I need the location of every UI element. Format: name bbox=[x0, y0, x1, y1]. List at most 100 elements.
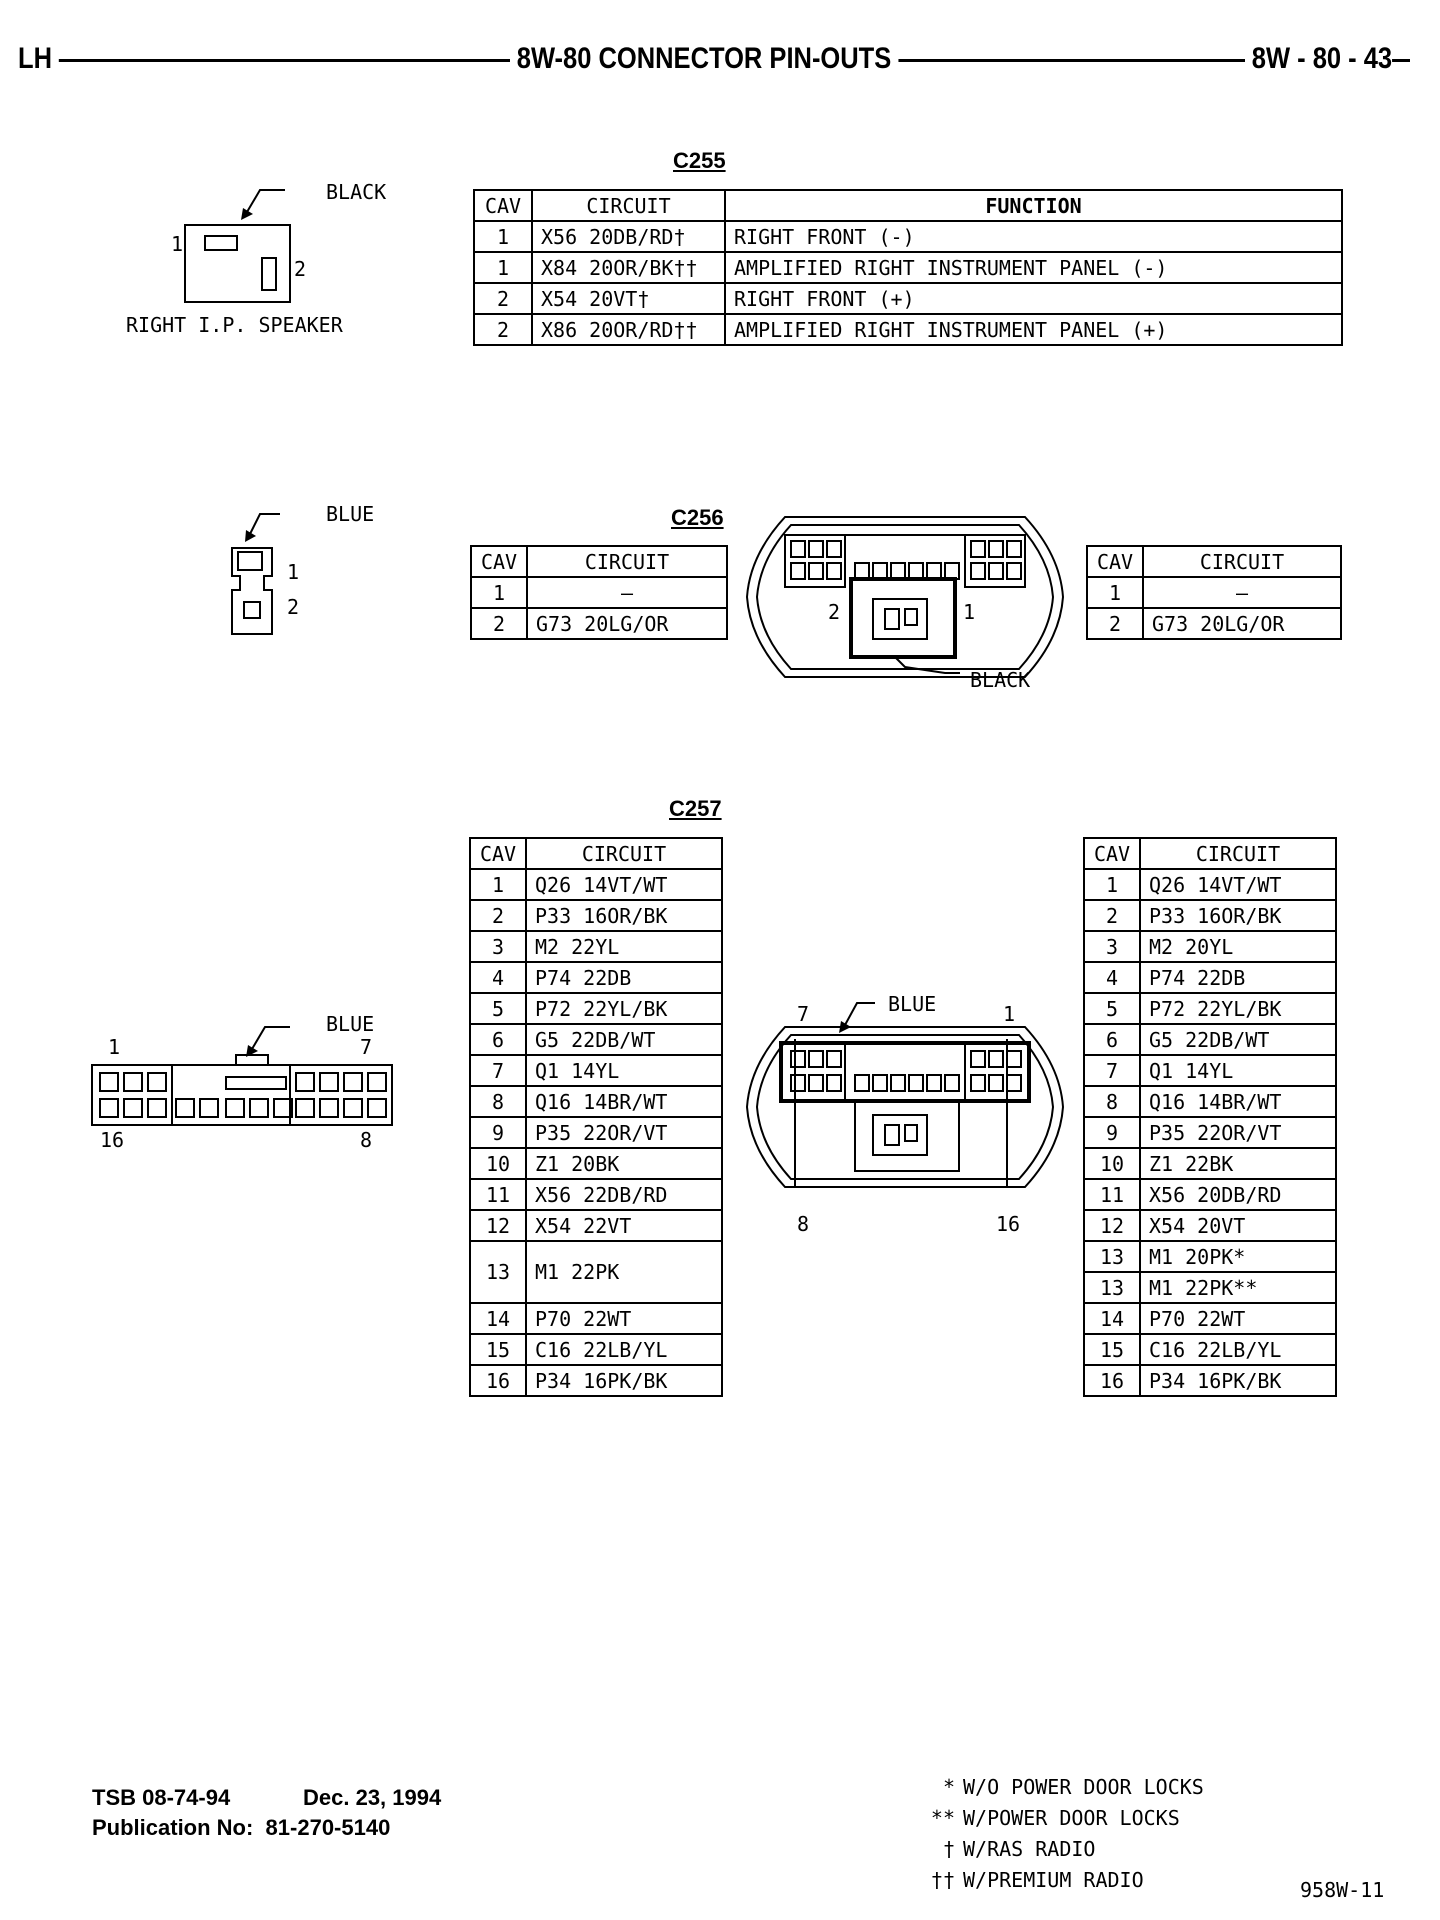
circuit-cell: X54 22VT bbox=[525, 1209, 723, 1242]
circuit-cell: X56 22DB/RD bbox=[525, 1178, 723, 1211]
circuit-cell: M1 20PK* bbox=[1139, 1240, 1337, 1273]
circuit-cell: – bbox=[1142, 576, 1342, 609]
circuit-cell: P34 16PK/BK bbox=[525, 1364, 723, 1397]
cav-cell: 5 bbox=[1083, 992, 1141, 1025]
function-cell: RIGHT FRONT (-) bbox=[724, 220, 1343, 253]
cav-cell: 3 bbox=[1083, 930, 1141, 963]
tsb-number: TSB 08-74-94 bbox=[92, 1785, 231, 1810]
footnote-legend: *W/O POWER DOOR LOCKS **W/POWER DOOR LOC… bbox=[905, 1772, 1204, 1896]
col-circuit: CIRCUIT bbox=[531, 189, 726, 222]
table-row: 1 X56 20DB/RD† RIGHT FRONT (-) bbox=[473, 220, 1343, 253]
circuit-cell: M1 22PK bbox=[525, 1240, 723, 1304]
cav-cell: 8 bbox=[469, 1085, 527, 1118]
table-row: 2 X54 20VT† RIGHT FRONT (+) bbox=[473, 282, 1343, 315]
c256-pin-2: 2 bbox=[287, 595, 300, 619]
legend-item: ††W/PREMIUM RADIO bbox=[905, 1865, 1204, 1896]
publication-number: Publication No: 81-270-5140 bbox=[92, 1815, 391, 1840]
legend-text: W/O POWER DOOR LOCKS bbox=[963, 1775, 1204, 1799]
legend-symbol: ** bbox=[930, 1806, 955, 1830]
connector-title-c255: C255 bbox=[673, 148, 726, 173]
legend-symbol: † bbox=[942, 1837, 955, 1861]
cav-cell: 9 bbox=[469, 1116, 527, 1149]
c256-small-connector-diagram bbox=[231, 513, 280, 635]
cav-cell: 10 bbox=[1083, 1147, 1141, 1180]
circuit-cell: C16 22LB/YL bbox=[1139, 1333, 1337, 1366]
c255-connector-diagram bbox=[184, 189, 291, 303]
c256-mating-connector-diagram bbox=[745, 516, 1065, 678]
col-cav: CAV bbox=[469, 837, 527, 870]
cav-cell: 1 bbox=[473, 220, 533, 253]
cav-cell: 13 bbox=[1083, 1240, 1141, 1273]
cav-cell: 2 bbox=[473, 282, 533, 315]
circuit-cell: G73 20LG/OR bbox=[1142, 607, 1342, 640]
c257-pin-bl: 16 bbox=[100, 1128, 125, 1152]
cav-cell: 12 bbox=[469, 1209, 527, 1242]
cav-cell: 2 bbox=[1083, 899, 1141, 932]
legend-item: * W/O POWER DOOR LOCKS bbox=[905, 1772, 1204, 1803]
col-circuit: CIRCUIT bbox=[1139, 837, 1337, 870]
circuit-cell: P72 22YL/BK bbox=[1139, 992, 1337, 1025]
circuit-cell: X84 20OR/BK†† bbox=[531, 251, 726, 284]
circuit-cell: X54 20VT† bbox=[531, 282, 726, 315]
cav-cell: 14 bbox=[469, 1302, 527, 1335]
circuit-cell: P35 22OR/VT bbox=[525, 1116, 723, 1149]
cav-cell: 4 bbox=[1083, 961, 1141, 994]
cav-cell: 2 bbox=[473, 313, 533, 346]
cav-cell: 1 bbox=[1086, 576, 1144, 609]
circuit-cell: Q26 14VT/WT bbox=[1139, 868, 1337, 901]
c257-mating-pin-br: 16 bbox=[996, 1212, 1021, 1236]
header-left: LH bbox=[18, 42, 59, 76]
circuit-cell: P70 22WT bbox=[1139, 1302, 1337, 1335]
cav-cell: 2 bbox=[470, 607, 528, 640]
c255-table: CAV CIRCUIT FUNCTION 1 X56 20DB/RD† RIGH… bbox=[473, 189, 1343, 346]
cav-cell: 7 bbox=[1083, 1054, 1141, 1087]
page-number: 8W - 80 - 43 bbox=[1245, 42, 1393, 76]
cav-cell: 1 bbox=[473, 251, 533, 284]
cav-cell: 16 bbox=[469, 1364, 527, 1397]
circuit-cell: Q16 14BR/WT bbox=[1139, 1085, 1337, 1118]
circuit-cell: – bbox=[526, 576, 728, 609]
table-row: 2 G73 20LG/OR bbox=[1086, 607, 1342, 640]
circuit-cell: G5 22DB/WT bbox=[1139, 1023, 1337, 1056]
table-header-row: CAV CIRCUIT bbox=[1086, 545, 1342, 578]
col-circuit: CIRCUIT bbox=[525, 837, 723, 870]
table-row: 2 G73 20LG/OR bbox=[470, 607, 728, 640]
col-circuit: CIRCUIT bbox=[526, 545, 728, 578]
circuit-cell: P34 16PK/BK bbox=[1139, 1364, 1337, 1397]
c255-caption: RIGHT I.P. SPEAKER bbox=[126, 313, 343, 337]
circuit-cell: P70 22WT bbox=[525, 1302, 723, 1335]
circuit-cell: P33 16OR/BK bbox=[1139, 899, 1337, 932]
cav-cell: 15 bbox=[1083, 1333, 1141, 1366]
table-row: 1 – bbox=[470, 576, 728, 609]
circuit-cell: X56 20DB/RD bbox=[1139, 1178, 1337, 1211]
legend-symbol: * bbox=[942, 1775, 955, 1799]
legend-item: †W/RAS RADIO bbox=[905, 1834, 1204, 1865]
c255-pin-2: 2 bbox=[294, 257, 307, 281]
legend-symbol: †† bbox=[930, 1868, 955, 1892]
c257-pin-tr: 7 bbox=[360, 1035, 373, 1059]
circuit-cell: G5 22DB/WT bbox=[525, 1023, 723, 1056]
circuit-cell: Q1 14YL bbox=[525, 1054, 723, 1087]
cav-cell: 9 bbox=[1083, 1116, 1141, 1149]
circuit-cell: P74 22DB bbox=[525, 961, 723, 994]
